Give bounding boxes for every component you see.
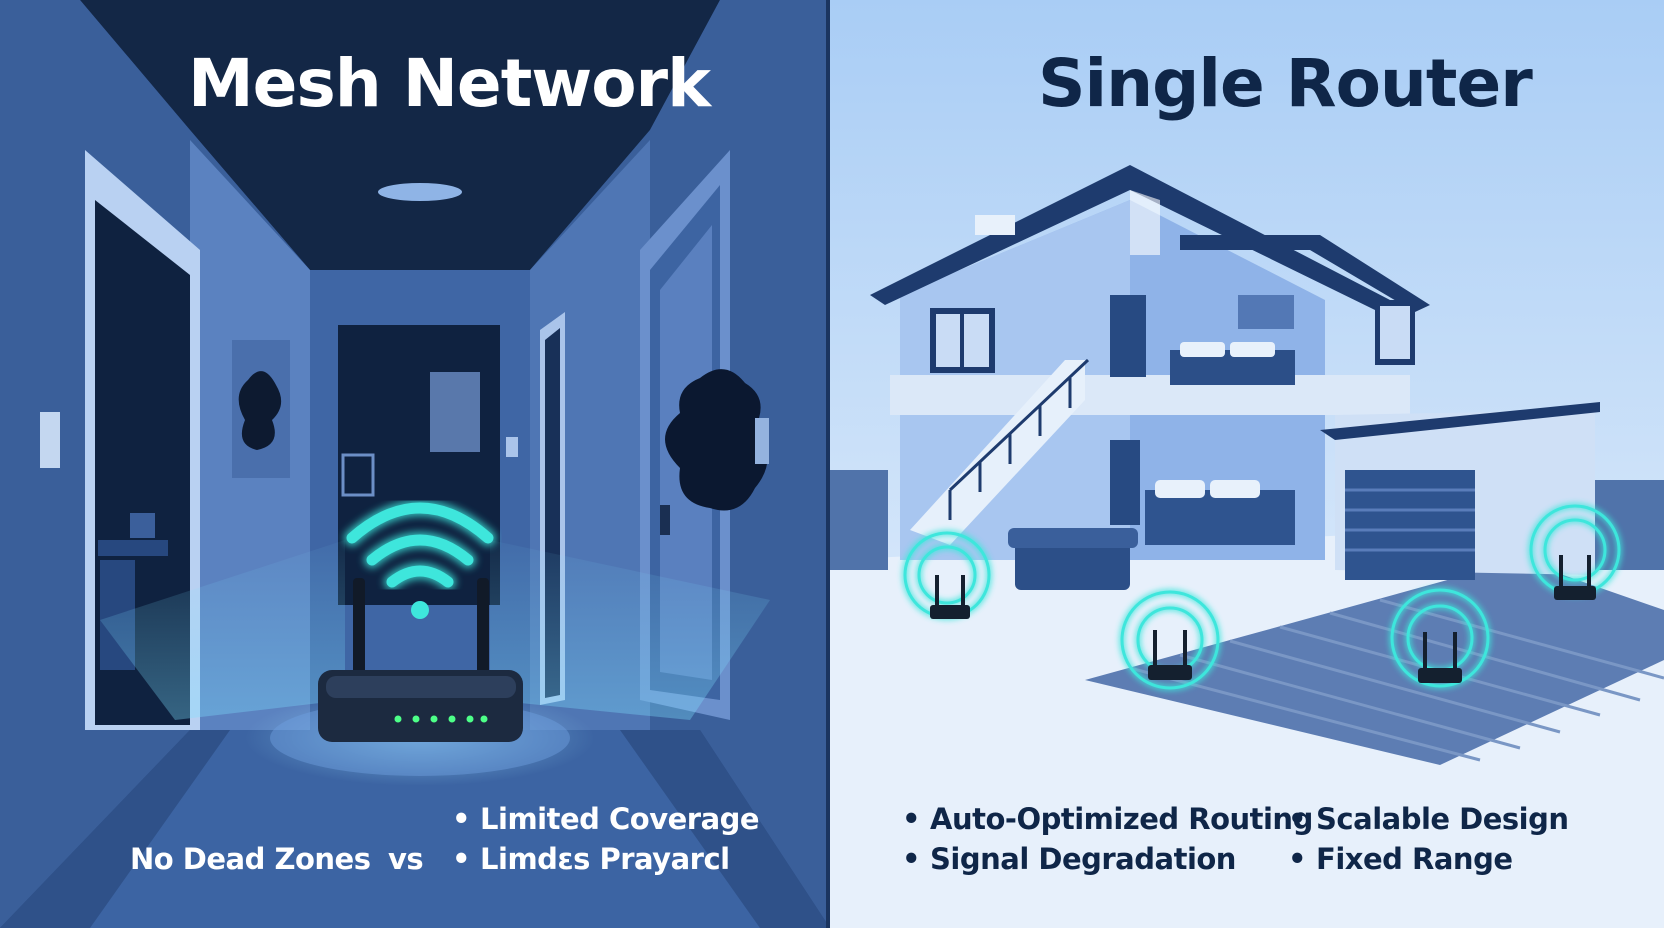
house-illustration [830, 0, 1664, 928]
mesh-network-panel: Mesh Network No Dead Zones vs Limited Co… [0, 0, 830, 928]
hallway-illustration [0, 0, 830, 928]
bullet-signal-degradation: Signal Degradation [902, 842, 1236, 876]
bullet-scalable-design: Scalable Design [1288, 802, 1569, 836]
bullet-limdes-prayarcl: Limdɛs Prayarcl [452, 842, 730, 876]
router-icon [318, 578, 523, 742]
no-dead-zones-label: No Dead Zones [130, 842, 371, 876]
router-icon [902, 503, 1622, 691]
wifi-icon [344, 500, 496, 619]
single-router-title: Single Router [1038, 45, 1533, 122]
bullet-limited-coverage: Limited Coverage [452, 802, 760, 836]
single-router-panel: Single Router Auto-Optimized Routing Sca… [830, 0, 1664, 928]
mesh-network-title: Mesh Network [188, 45, 711, 122]
bullet-auto-optimized-routing: Auto-Optimized Routing [902, 802, 1313, 836]
vs-label: vs [388, 842, 424, 876]
bullet-fixed-range: Fixed Range [1288, 842, 1513, 876]
